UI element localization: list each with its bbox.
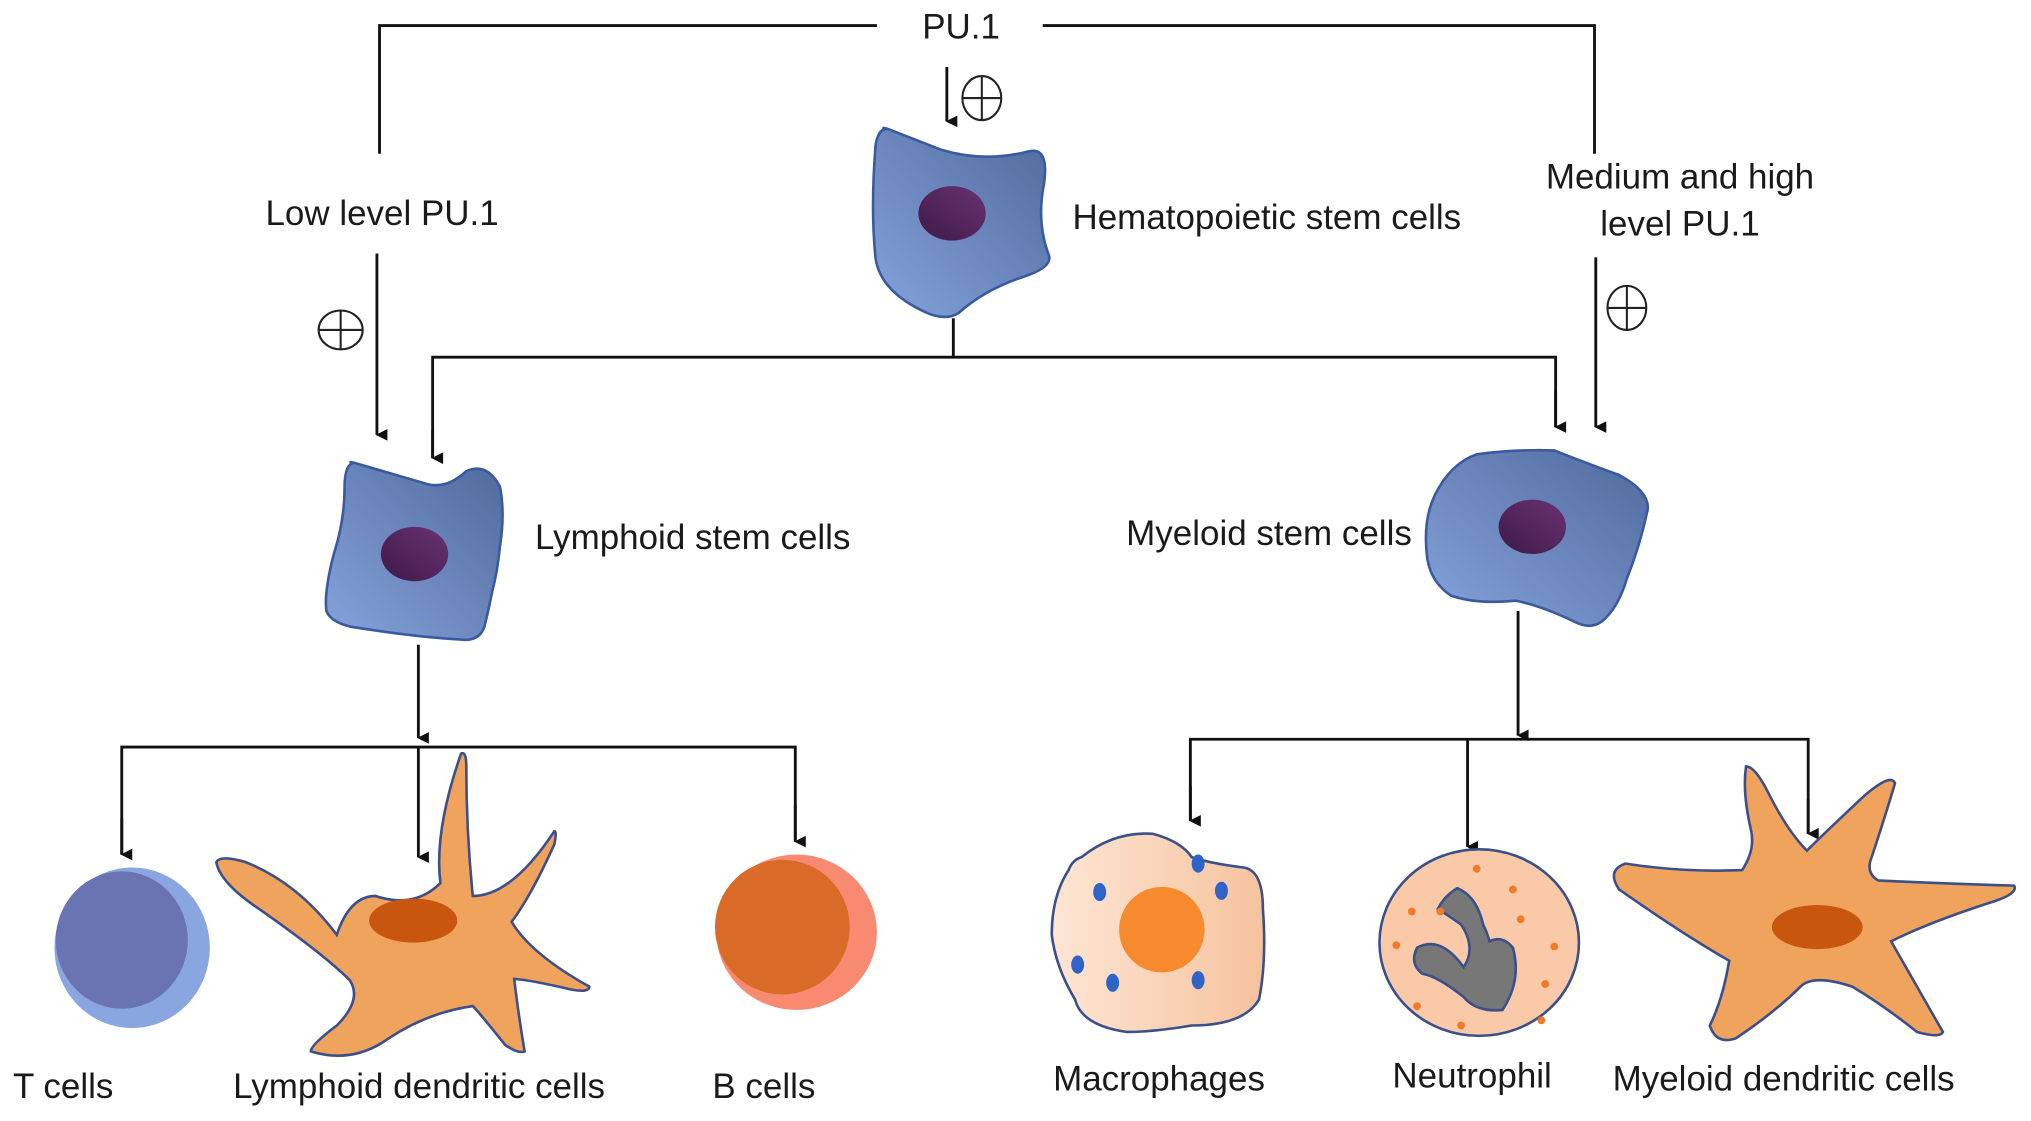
- t-cells-label: T cells: [13, 1067, 113, 1106]
- b-cells-label: B cells: [712, 1067, 815, 1106]
- lymphoid-dendritic-label: Lymphoid dendritic cells: [233, 1067, 605, 1106]
- myeloid-dendritic-label: Myeloid dendritic cells: [1613, 1059, 1955, 1098]
- medium-high-pu1-label-line2: level PU.1: [1600, 204, 1759, 243]
- lymphoid-stem-cell-icon: [324, 460, 504, 642]
- top-connector: [378, 24, 1596, 154]
- medium-high-pu1-label-line1: Medium and high: [1546, 158, 1814, 197]
- hsc-label: Hematopoietic stem cells: [1072, 198, 1461, 237]
- lymphoid-stem-label: Lymphoid stem cells: [535, 518, 851, 557]
- positive-regulation-icon: [961, 75, 1003, 122]
- myeloid-stem-label: Myeloid stem cells: [1126, 514, 1412, 553]
- positive-regulation-icon: [1606, 284, 1648, 331]
- pu1-label: PU.1: [922, 8, 1000, 47]
- myeloid-dendritic-cell-icon: [1612, 765, 2016, 1042]
- hsc-split-connector: [431, 318, 1567, 465]
- myeloid-stem-cell-icon: [1424, 448, 1650, 627]
- lymphoid-dendritic-cell-icon: [214, 751, 591, 1057]
- myeloid-split-connector: [1188, 611, 1819, 853]
- neutrophil-label: Neutrophil: [1392, 1057, 1551, 1096]
- low-level-pu1-label: Low level PU.1: [265, 194, 498, 233]
- hematopoietic-stem-cell-icon: [871, 126, 1051, 319]
- neutrophil-icon: [1378, 848, 1581, 1038]
- macrophage-icon: [1050, 832, 1266, 1034]
- t-cell-icon: [54, 867, 210, 1029]
- macrophages-label: Macrophages: [1053, 1059, 1265, 1098]
- b-cell-icon: [714, 854, 877, 1010]
- positive-regulation-icon: [317, 309, 364, 351]
- lymphoid-split-connector: [120, 644, 806, 863]
